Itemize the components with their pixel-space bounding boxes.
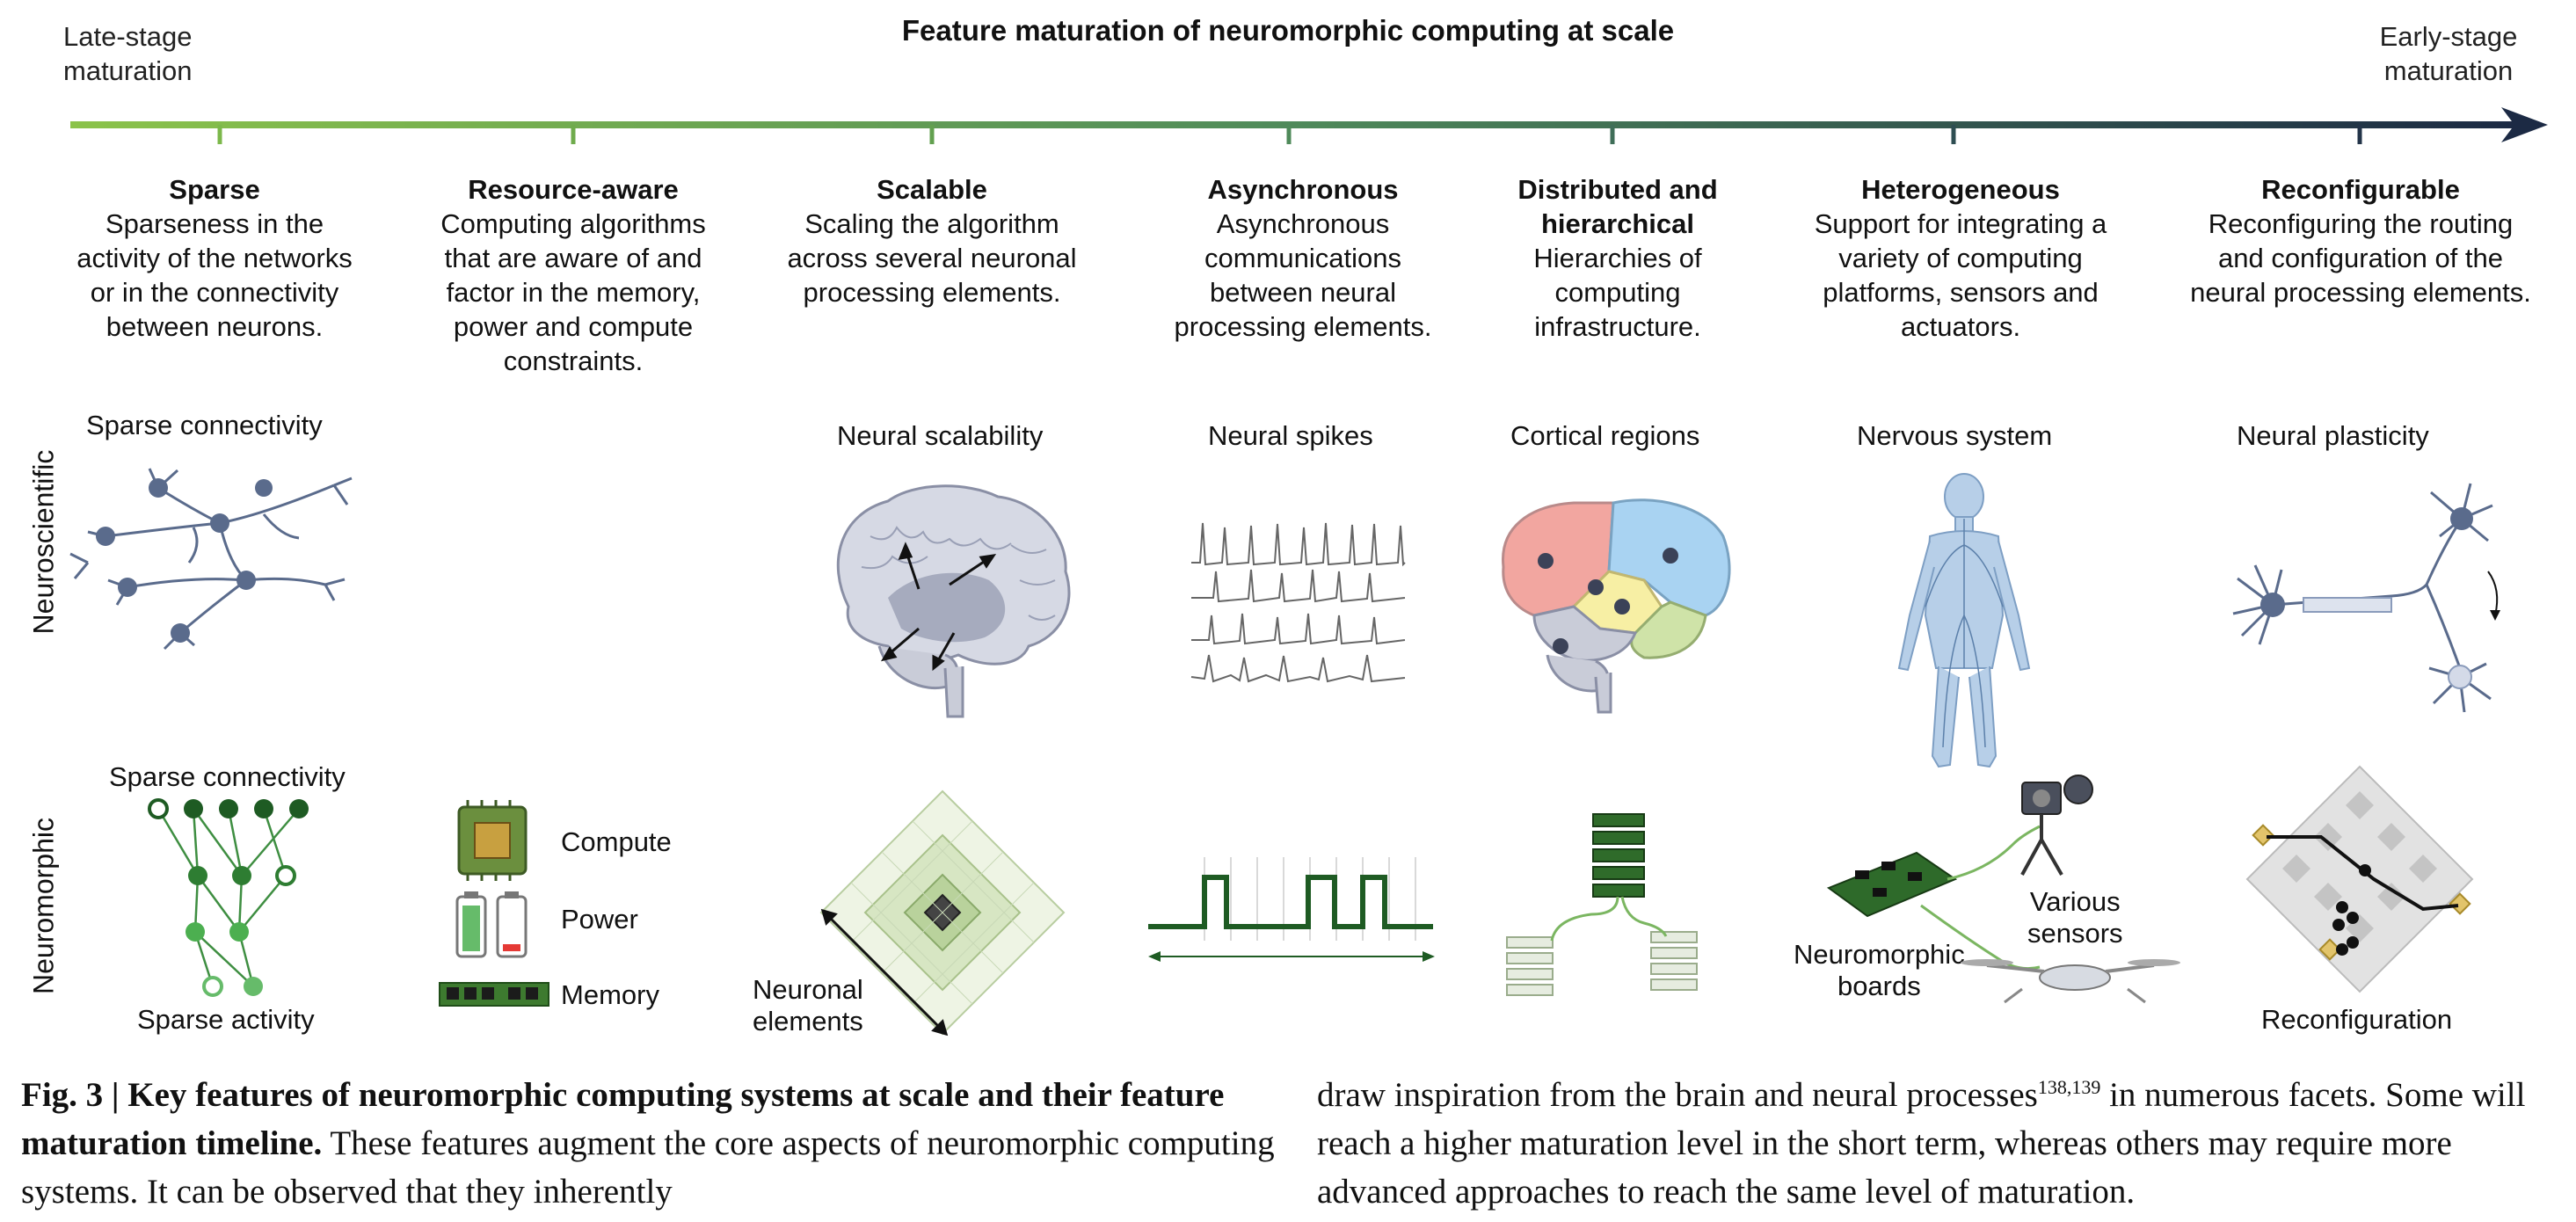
caption-text-right-post: in numerous facets. Some will reach a hi… [1317,1076,2526,1211]
early-stage-label: Early-stage maturation [2379,21,2518,86]
feature-title: Reconfigurable [2261,174,2460,205]
feature-description: Support for integrating a variety of com… [1814,208,2107,342]
label-reconfiguration: Reconfiguration [2261,1004,2453,1035]
caption-text-right-pre: draw inspiration from the brain and neur… [1317,1076,2038,1114]
label-cortical-regions: Cortical regions [1510,420,1700,451]
feature-description: Sparseness in the activity of the networ… [76,208,353,342]
camera-icon [2020,775,2093,876]
feature-description: Hierarchies of computing infrastructure. [1533,243,1702,342]
feature-description: Asynchronous communications between neur… [1174,208,1432,342]
late-stage-label: Late-stage maturation [63,21,193,86]
feature-asynchronous: Asynchronous Asynchronous communications… [1127,172,1479,344]
feature-title: Sparse [169,174,260,205]
feature-reconfigurable: Reconfigurable Reconfiguring the routing… [2172,172,2550,309]
label-various-sensors: Various sensors [2027,886,2123,949]
label-sparse-activity: Sparse activity [137,1004,315,1035]
feature-sparse: Sparse Sparseness in the activity of the… [39,172,390,344]
label-neural-spikes: Neural spikes [1208,420,1373,451]
caption-figure-label: Fig. 3 | Key features of neuromorphic co… [21,1076,1225,1162]
feature-title: Resource-aware [468,174,679,205]
memory-module-icon [439,982,549,1007]
scalable-grid-illustration [819,789,1066,1037]
asynchronous-pulses-illustration [1148,857,1435,962]
feature-scalable: Scalable Scaling the algorithm across se… [756,172,1108,309]
label-neuronal-elements: Neuronal elements [753,974,863,1037]
power-battery-icon [455,891,528,958]
feature-distributed: Distributed and hierarchical Hierarchies… [1477,172,1758,344]
brain-scalability-illustration [836,484,1071,718]
label-sparse-connectivity-morphic: Sparse connectivity [109,761,346,792]
label-neuromorphic-boards: Neuromorphic boards [1794,939,1965,1001]
label-power: Power [561,904,638,935]
label-neural-plasticity: Neural plasticity [2237,420,2429,451]
feature-description: Computing algorithms that are aware of a… [440,208,706,376]
feature-title: Distributed and hierarchical [1517,174,1718,239]
reconfiguration-grid-illustration [2245,765,2474,993]
feature-title: Heterogeneous [1861,174,2060,205]
label-compute: Compute [561,826,672,857]
cortical-regions-illustration [1502,498,1731,714]
caption-references: 138,139 [2037,1076,2101,1098]
feature-description: Scaling the algorithm across several neu… [787,208,1077,308]
distributed-stack-illustration [1506,813,1698,996]
heterogeneous-hardware-illustration [1826,775,2180,1004]
label-memory: Memory [561,979,659,1010]
feature-title: Asynchronous [1207,174,1399,205]
sparse-network-illustration [148,798,309,997]
feature-title: Scalable [877,174,987,205]
label-sparse-connectivity: Sparse connectivity [86,410,323,440]
feature-resource-aware: Resource-aware Computing algorithms that… [397,172,749,378]
figure-caption-right: draw inspiration from the brain and neur… [1317,1071,2558,1216]
label-nervous-system: Nervous system [1857,420,2053,451]
caption-text-left: These features augment the core aspects … [21,1124,1275,1211]
figure-caption-left: Fig. 3 | Key features of neuromorphic co… [21,1071,1287,1216]
neural-spike-traces [1190,522,1406,683]
compute-chip-icon [457,800,528,881]
drone-icon [1961,959,2180,1004]
figure-title: Feature maturation of neuromorphic compu… [901,14,1675,47]
label-neural-scalability: Neural scalability [837,420,1044,451]
feature-heterogeneous: Heterogeneous Support for integrating a … [1785,172,2136,344]
feature-description: Reconfiguring the routing and configurat… [2190,208,2531,308]
